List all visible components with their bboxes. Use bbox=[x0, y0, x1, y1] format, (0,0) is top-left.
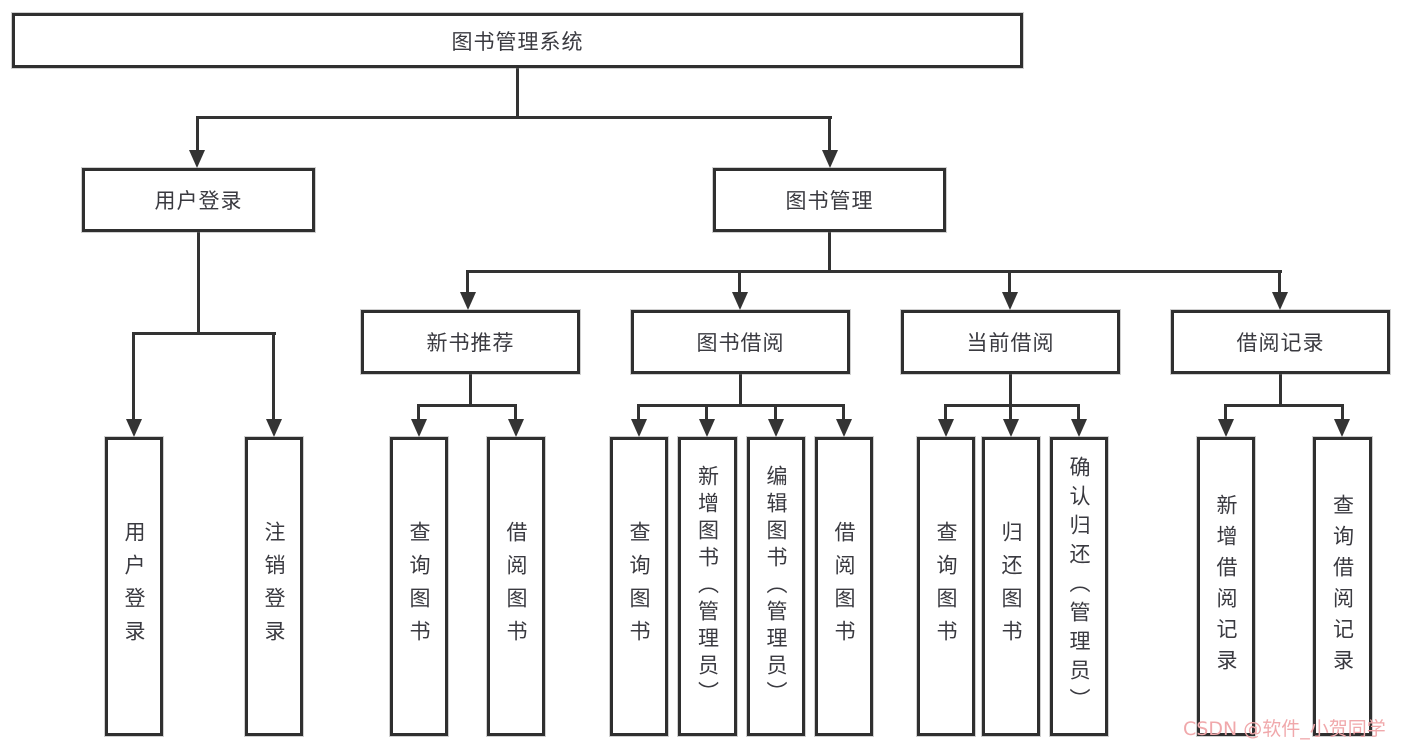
connector-line bbox=[637, 404, 845, 407]
arrow-down-icon bbox=[699, 419, 715, 437]
node-system-root: 图书管理系统 bbox=[12, 13, 1023, 68]
arrow-down-icon bbox=[126, 419, 142, 437]
arrow-down-icon bbox=[189, 150, 205, 168]
connector-line bbox=[417, 404, 420, 421]
connector-line bbox=[516, 68, 519, 118]
node-leaf-bb-add-book: 新增图书（管理员） bbox=[678, 437, 737, 736]
arrow-down-icon bbox=[411, 419, 427, 437]
connector-line bbox=[1008, 270, 1011, 294]
connector-line bbox=[417, 404, 517, 407]
node-leaf-bb-borrow-book: 借阅图书 bbox=[815, 437, 873, 736]
node-leaf-br-query-record: 查询借阅记录 bbox=[1313, 437, 1372, 736]
connector-line bbox=[828, 232, 831, 273]
connector-line bbox=[944, 404, 1080, 407]
connector-line bbox=[637, 404, 640, 421]
connector-line bbox=[1224, 404, 1344, 407]
connector-line bbox=[196, 116, 832, 119]
node-leaf-cb-confirm-return: 确认归还（管理员） bbox=[1050, 437, 1108, 736]
connector-line bbox=[1341, 404, 1344, 421]
connector-line bbox=[1009, 374, 1012, 406]
node-leaf-cb-return-book: 归还图书 bbox=[982, 437, 1040, 736]
arrow-down-icon bbox=[1334, 419, 1350, 437]
connector-line bbox=[196, 116, 199, 152]
node-borrow-record: 借阅记录 bbox=[1171, 310, 1390, 374]
arrow-down-icon bbox=[266, 419, 282, 437]
node-leaf-user-login: 用户登录 bbox=[105, 437, 163, 736]
arrow-down-icon bbox=[836, 419, 852, 437]
arrow-down-icon bbox=[1272, 292, 1288, 310]
connector-line bbox=[1224, 404, 1227, 421]
connector-line bbox=[272, 332, 275, 420]
node-leaf-nbr-query-book: 查询图书 bbox=[390, 437, 448, 736]
connector-line bbox=[514, 404, 517, 421]
arrow-down-icon bbox=[768, 419, 784, 437]
node-leaf-br-add-record: 新增借阅记录 bbox=[1197, 437, 1255, 736]
node-leaf-logout: 注销登录 bbox=[245, 437, 303, 736]
connector-line bbox=[1278, 270, 1281, 294]
connector-line bbox=[469, 374, 472, 406]
node-book-management: 图书管理 bbox=[713, 168, 946, 232]
arrow-down-icon bbox=[631, 419, 647, 437]
node-leaf-bb-query-book: 查询图书 bbox=[610, 437, 668, 736]
connector-line bbox=[1077, 404, 1080, 421]
node-new-book-recommend: 新书推荐 bbox=[361, 310, 580, 374]
node-leaf-cb-query-book: 查询图书 bbox=[917, 437, 975, 736]
connector-line bbox=[705, 404, 708, 421]
arrow-down-icon bbox=[508, 419, 524, 437]
arrow-down-icon bbox=[732, 292, 748, 310]
node-current-borrow: 当前借阅 bbox=[901, 310, 1120, 374]
connector-line bbox=[739, 374, 742, 406]
connector-line bbox=[828, 116, 831, 152]
connector-line bbox=[738, 270, 741, 294]
connector-line bbox=[774, 404, 777, 421]
node-leaf-nbr-borrow-book: 借阅图书 bbox=[487, 437, 545, 736]
connector-line bbox=[132, 332, 276, 335]
arrow-down-icon bbox=[1002, 292, 1018, 310]
arrow-down-icon bbox=[822, 150, 838, 168]
connector-line bbox=[944, 404, 947, 421]
arrow-down-icon bbox=[460, 292, 476, 310]
arrow-down-icon bbox=[1003, 419, 1019, 437]
node-user-login: 用户登录 bbox=[82, 168, 315, 232]
csdn-watermark: CSDN @软件_小贺同学 bbox=[1183, 718, 1386, 740]
connector-line bbox=[466, 270, 469, 294]
connector-line bbox=[132, 332, 135, 420]
connector-line bbox=[467, 270, 1282, 273]
connector-line bbox=[1279, 374, 1282, 406]
connector-line bbox=[1009, 404, 1012, 421]
arrow-down-icon bbox=[1071, 419, 1087, 437]
connector-line bbox=[197, 232, 200, 334]
arrow-down-icon bbox=[938, 419, 954, 437]
connector-line bbox=[842, 404, 845, 421]
arrow-down-icon bbox=[1218, 419, 1234, 437]
node-leaf-bb-edit-book: 编辑图书（管理员） bbox=[747, 437, 805, 736]
node-book-borrow: 图书借阅 bbox=[631, 310, 850, 374]
